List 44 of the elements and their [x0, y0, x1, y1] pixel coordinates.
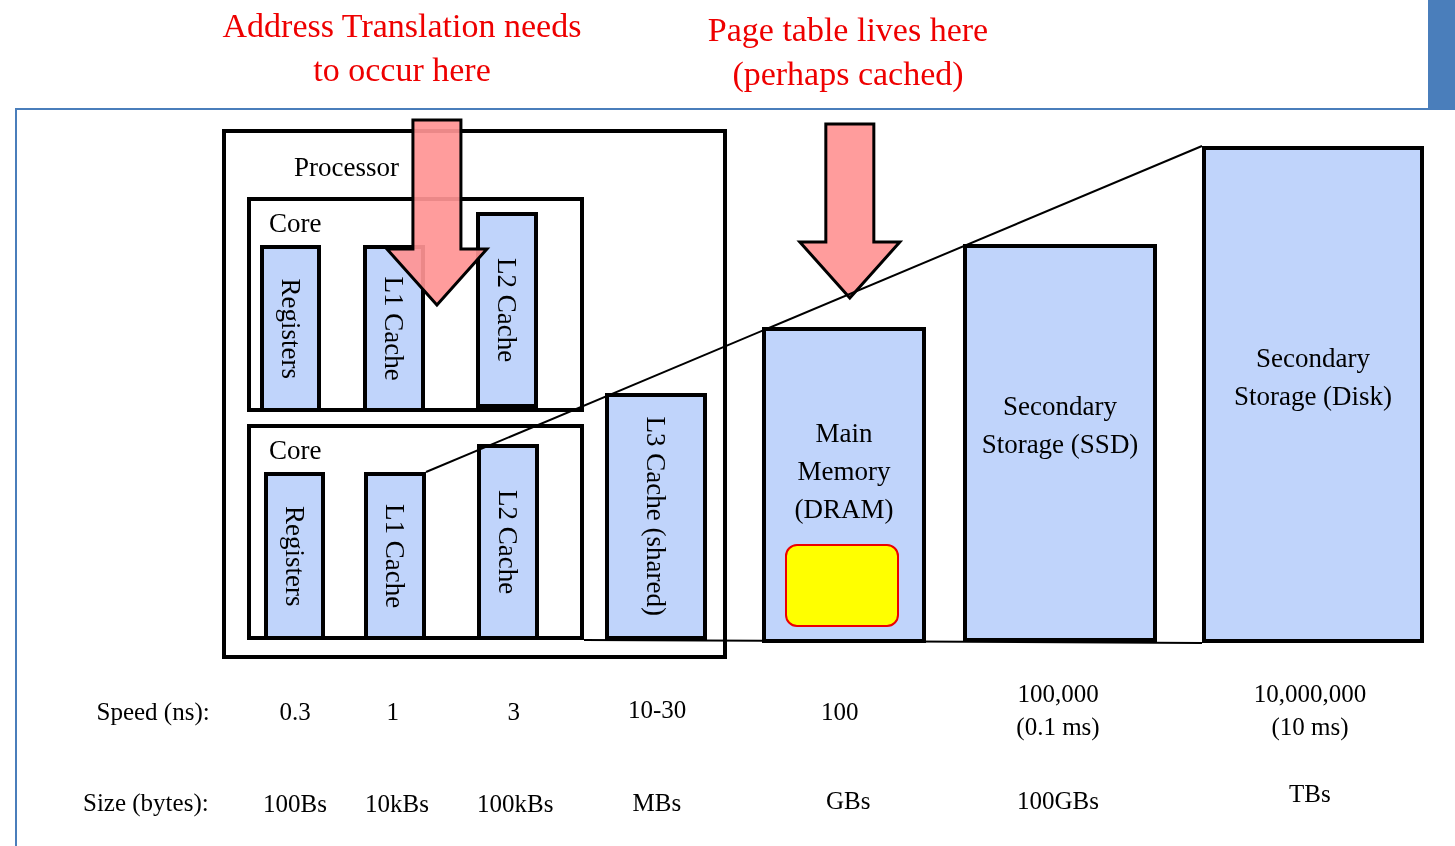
table-value: TBs [1289, 779, 1331, 809]
register-label: Registers [276, 277, 305, 381]
register-label: Registers [280, 504, 309, 609]
table-value: MBs [632, 788, 682, 818]
cache-block [476, 212, 538, 408]
core-box [247, 424, 584, 640]
perspective-line [425, 145, 1203, 473]
processor-label: Processor [294, 151, 399, 184]
table-value: 100 [821, 697, 859, 727]
row-header: Speed (ns): [96, 697, 210, 728]
core-box [247, 197, 584, 412]
storage-block [963, 244, 1157, 642]
storage-block [1202, 146, 1424, 643]
core-label: Core [269, 434, 322, 467]
annotation-text: Address Translation needs to occur here [222, 6, 582, 91]
cache-label: L1 Cache [379, 275, 409, 383]
page-table-block [785, 544, 899, 627]
core-label: Core [269, 207, 322, 240]
cache-label: L1 Cache [380, 502, 410, 611]
block-arrow [383, 118, 491, 308]
memory-label: Main Memory (DRAM) [793, 417, 895, 526]
table-value: 0.3 [279, 697, 311, 727]
memory-block [762, 327, 926, 643]
row-header: Size (bytes): [83, 788, 209, 819]
table-value: 10,000,000 (10 ms) [1252, 679, 1368, 743]
table-value: 1 [386, 697, 399, 727]
cache-label: L3 Cache (shared) [641, 415, 671, 619]
table-value: 3 [507, 697, 520, 727]
perspective-line [583, 639, 1203, 644]
processor-box [222, 129, 727, 659]
cache-label: L2 Cache [492, 256, 522, 365]
table-value: 100Bs [263, 789, 327, 819]
cache-block [605, 393, 707, 640]
block-arrow [796, 122, 904, 301]
storage-label: Secondary Storage (Disk) [1233, 342, 1393, 413]
annotation-text: Page table lives here (perhaps cached) [706, 10, 990, 95]
table-value: 10-30 [628, 695, 687, 725]
table-value: GBs [826, 786, 871, 816]
table-value: 100,000 (0.1 ms) [1015, 679, 1101, 743]
table-value: 10kBs [365, 789, 429, 819]
table-value: 100kBs [477, 789, 554, 819]
table-value: 100GBs [1017, 786, 1099, 816]
cache-label: L2 Cache [493, 488, 523, 597]
storage-label: Secondary Storage (SSD) [980, 390, 1140, 461]
